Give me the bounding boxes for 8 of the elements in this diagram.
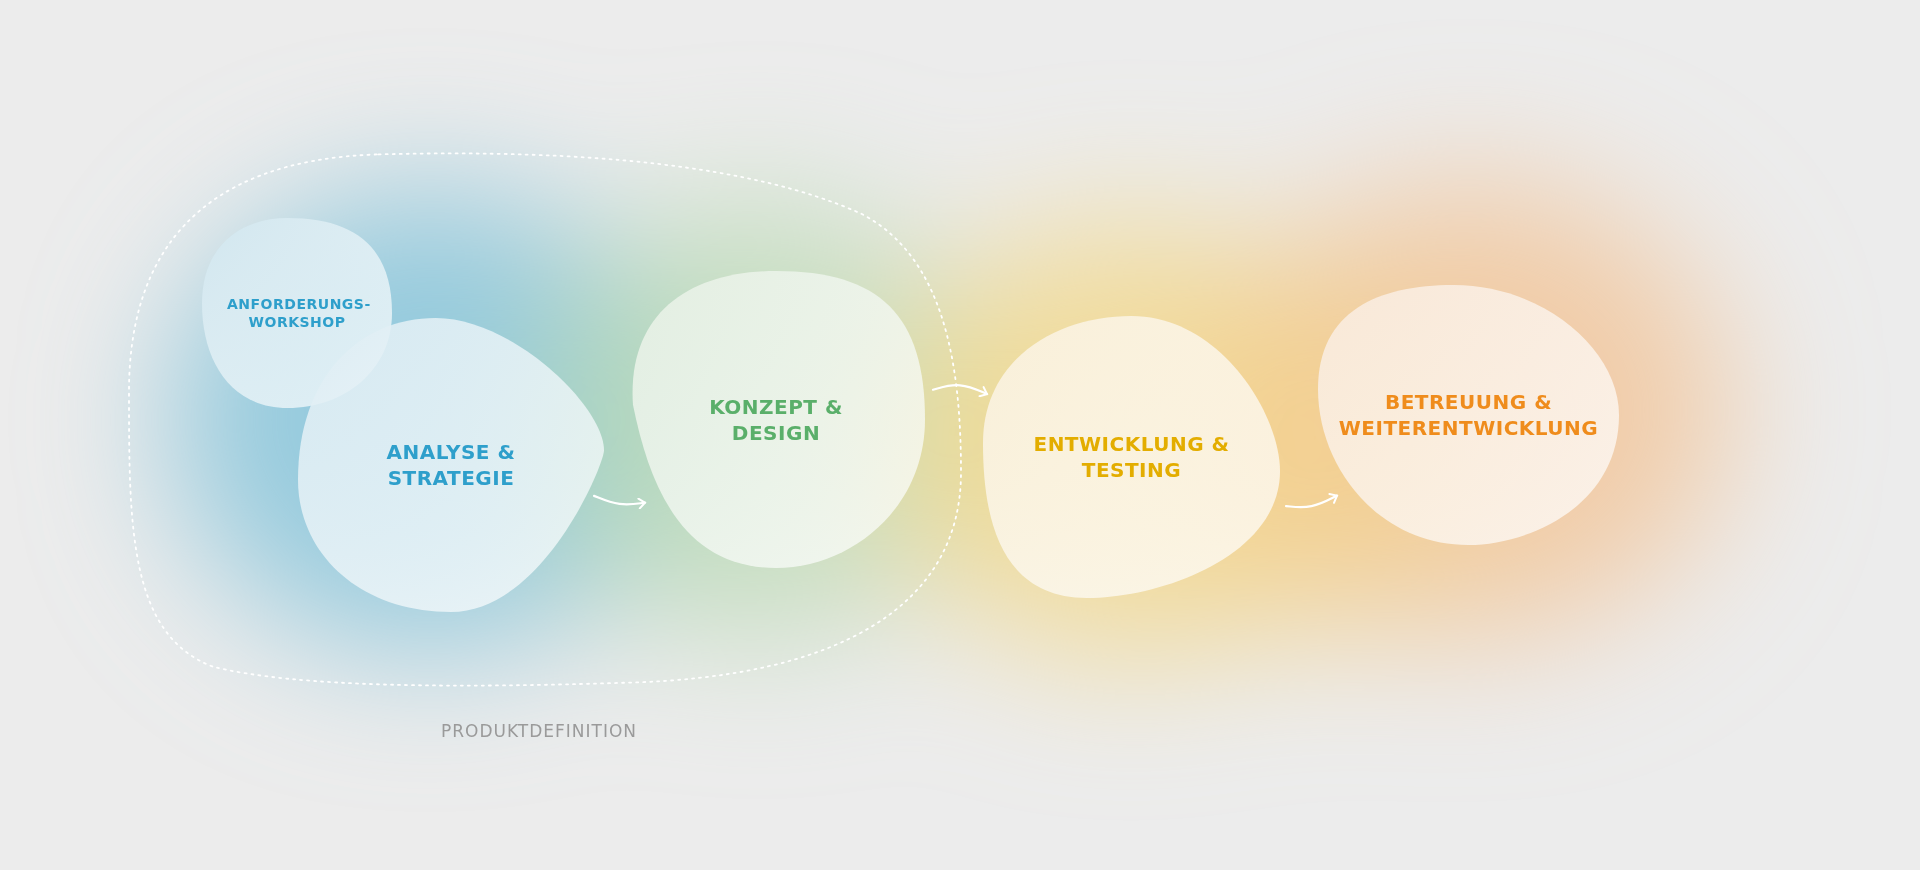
stage-label: ANALYSE & STRATEGIE (385, 439, 517, 491)
curved-arrow (592, 494, 647, 510)
curved-arrow (931, 384, 989, 398)
stage-label: ENTWICKLUNG & TESTING (1032, 431, 1231, 483)
stage-label: BETREUUNG & WEITERENTWICKLUNG (1337, 389, 1600, 441)
curved-arrow (1284, 492, 1339, 509)
stage-label: KONZEPT & DESIGN (708, 393, 844, 446)
group-label: PRODUKTDEFINITION (439, 720, 638, 743)
